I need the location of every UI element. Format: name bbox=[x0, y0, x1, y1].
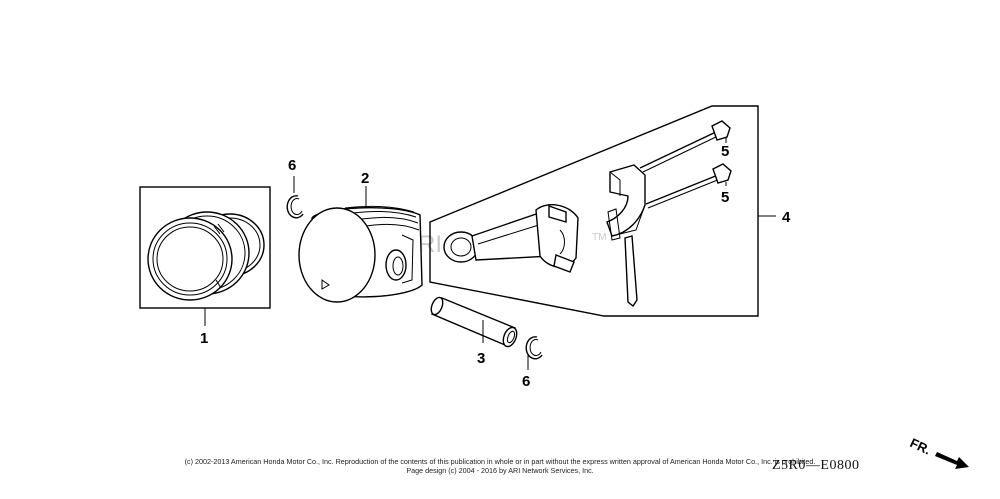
bolt-upper-shaft bbox=[639, 130, 719, 169]
bolt-upper-shaft2 bbox=[642, 134, 721, 173]
groove-2 bbox=[352, 210, 417, 218]
piston-ring-set-part[interactable] bbox=[139, 186, 271, 326]
conrod-assembly-outline bbox=[429, 105, 759, 317]
piston-pin-part[interactable] bbox=[429, 296, 519, 349]
rod-bolt-boss-lower bbox=[553, 254, 575, 273]
clip-left-outer bbox=[286, 195, 304, 219]
groove-4 bbox=[365, 223, 420, 231]
piston-part[interactable] bbox=[298, 186, 423, 303]
rod-cap bbox=[606, 164, 646, 308]
callout-part-6-lower[interactable]: 6 bbox=[522, 373, 530, 390]
cap-side-flange bbox=[607, 208, 621, 241]
bolt-lower-shaft bbox=[645, 174, 719, 205]
diagram-code: Z5R0—E0800 bbox=[772, 458, 860, 473]
piston-crown bbox=[298, 207, 376, 303]
groove-1 bbox=[344, 205, 415, 213]
cap-oil-dipper bbox=[624, 235, 638, 308]
rod-bolt-upper bbox=[639, 120, 731, 173]
connecting-rod-assembly-part[interactable] bbox=[429, 105, 776, 317]
rod-bearing-arc bbox=[559, 229, 565, 255]
front-direction-label: FR. bbox=[908, 435, 933, 457]
rod-small-end-bore bbox=[450, 237, 472, 257]
ring-gap-2 bbox=[217, 223, 225, 233]
clip-right-inner bbox=[529, 339, 542, 356]
piston-direction-mark bbox=[321, 279, 330, 290]
pin-body bbox=[430, 297, 517, 346]
piston-pin-clip-right-part[interactable] bbox=[525, 336, 543, 370]
pin-bore bbox=[506, 330, 516, 344]
piston-pin-clip-left-part[interactable] bbox=[286, 176, 304, 219]
cap-lower-edge bbox=[611, 204, 646, 237]
rod-beam-rib bbox=[477, 223, 543, 245]
piston-pin-hole bbox=[392, 256, 404, 276]
cap-body bbox=[606, 164, 646, 237]
callout-part-6-upper[interactable]: 6 bbox=[288, 157, 296, 174]
ring-front-inner bbox=[152, 222, 228, 296]
bolt-upper-head bbox=[711, 120, 731, 141]
callout-part-5-upper[interactable]: 5 bbox=[721, 143, 729, 160]
watermark-trademark: TM bbox=[592, 232, 606, 243]
piston-skirt-edge bbox=[401, 234, 414, 284]
callout-part-1[interactable]: 1 bbox=[200, 330, 208, 347]
rod-bolt-lower bbox=[645, 163, 732, 209]
clip-right-outer bbox=[525, 336, 543, 360]
front-direction-indicator: FR. bbox=[907, 430, 977, 475]
rod-bolt-boss-upper bbox=[548, 205, 567, 223]
bolt-lower-head bbox=[712, 163, 732, 184]
ring-front-inner2 bbox=[156, 226, 224, 292]
ring-front bbox=[147, 217, 233, 301]
piston-pin-boss bbox=[385, 249, 407, 281]
ring-gap-1 bbox=[213, 225, 221, 235]
bolt-lower-shaft2 bbox=[647, 178, 721, 209]
ring-gap-3 bbox=[215, 279, 222, 289]
front-arrow-icon bbox=[935, 452, 969, 469]
cap-edge bbox=[609, 171, 621, 196]
callout-part-2[interactable]: 2 bbox=[361, 170, 369, 187]
clip-left-inner bbox=[290, 198, 303, 215]
pin-back-end bbox=[502, 326, 518, 348]
callout-part-5-lower[interactable]: 5 bbox=[721, 189, 729, 206]
callout-part-3[interactable]: 3 bbox=[477, 350, 485, 367]
callout-part-4[interactable]: 4 bbox=[782, 209, 791, 226]
connecting-rod bbox=[443, 204, 579, 273]
copyright-line-2: Page design (c) 2004 - 2016 by ARI Netwo… bbox=[406, 466, 594, 475]
copyright-line-1: (c) 2002-2013 American Honda Motor Co., … bbox=[184, 457, 816, 466]
groove-3 bbox=[361, 216, 419, 224]
rod-big-end bbox=[535, 204, 579, 268]
pin-front-end bbox=[430, 296, 444, 316]
